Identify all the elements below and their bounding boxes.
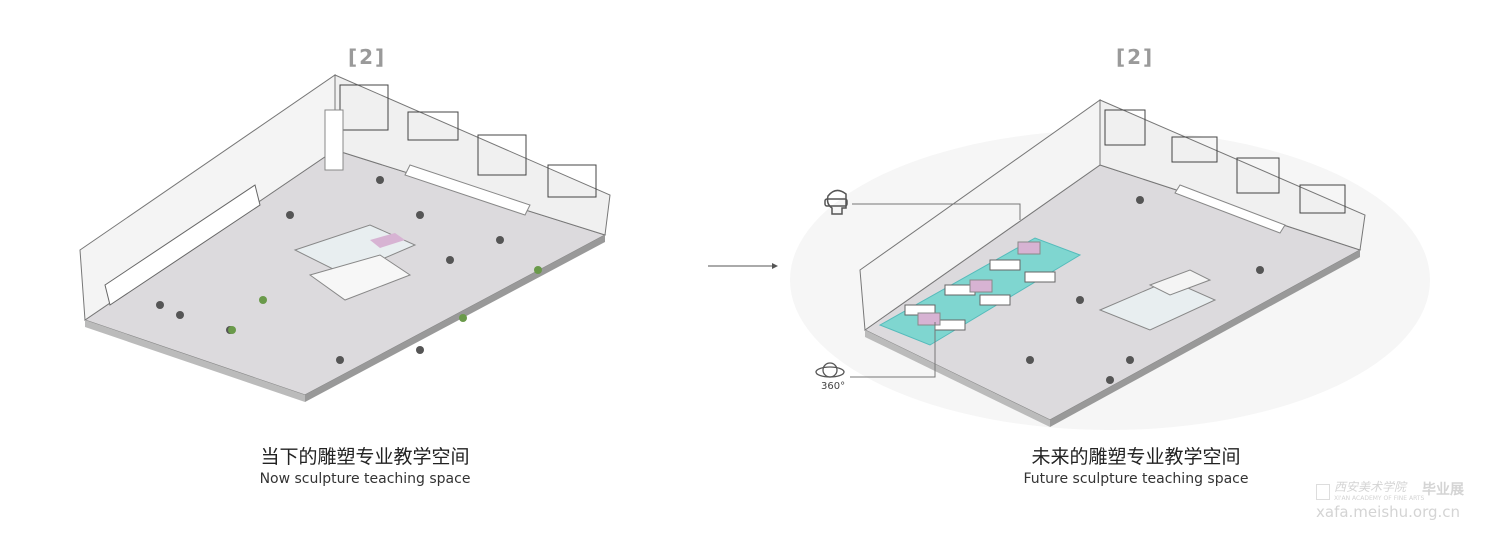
platform	[1098, 269, 1217, 331]
future-room-axonometric	[790, 99, 1430, 430]
plants	[228, 266, 542, 334]
watermark-name-en: XI'AN ACADEMY OF FINE ARTS	[1334, 495, 1425, 502]
board	[324, 109, 344, 171]
caption-en-right: Future sculpture teaching space	[1023, 471, 1249, 487]
caption-en-left: Now sculpture teaching space	[259, 471, 471, 487]
platform	[293, 224, 417, 301]
vr-callout-line	[852, 203, 1021, 220]
360-callout-line	[850, 322, 936, 378]
watermark-logo-icon	[1316, 484, 1330, 500]
windows	[339, 84, 597, 198]
shelves	[104, 184, 261, 306]
panel-badge-left: [2]	[348, 45, 387, 69]
transition-arrow	[708, 263, 778, 269]
caption-zh-right: 未来的雕塑专业教学空间	[1031, 446, 1241, 468]
watermark-event: 毕业展	[1422, 482, 1464, 498]
easels	[156, 176, 504, 364]
floor-edge	[85, 320, 305, 402]
view-360-label: 360°	[821, 381, 846, 392]
counter	[404, 164, 531, 216]
windows	[1104, 109, 1346, 214]
floor-edge	[305, 235, 605, 402]
panel-badge-right: [2]	[1116, 45, 1155, 69]
watermark-url: xafa.meishu.org.cn	[1316, 503, 1461, 521]
caption-zh-left: 当下的雕塑专业教学空间	[260, 446, 470, 468]
counter	[1174, 184, 1286, 234]
easels	[1026, 196, 1264, 384]
current-room-axonometric	[79, 74, 611, 402]
watermark-name-zh: 西安美术学院	[1334, 480, 1407, 494]
vr-headset-icon	[824, 189, 848, 215]
view-360-icon	[815, 362, 845, 378]
